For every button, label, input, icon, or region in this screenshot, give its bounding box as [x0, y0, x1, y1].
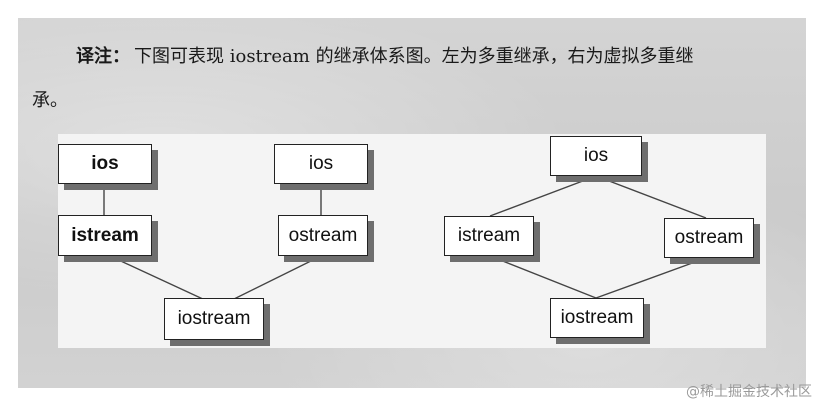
note-line-1: 下图可表现 iostream 的继承体系图。左为多重继承，右为虚拟多重继 — [134, 46, 694, 67]
left-istream-label: istream — [71, 224, 139, 246]
left-ios-left-label: ios — [91, 153, 119, 174]
site-watermark: @稀土掘金技术社区 — [686, 384, 812, 400]
left-ios-right-box: ios — [274, 144, 368, 184]
right-istream-box: istream — [444, 216, 534, 256]
right-ios-box: ios — [550, 136, 642, 176]
left-ios-right-label: ios — [308, 153, 334, 174]
right-ios-label: ios — [583, 145, 609, 166]
left-iostream-label: iostream — [177, 308, 251, 329]
right-iostream-box: iostream — [550, 298, 644, 338]
left-ostream-box: ostream — [278, 215, 368, 256]
left-iostream-box: iostream — [164, 298, 264, 340]
left-istream-box: istream — [58, 215, 152, 256]
right-iostream-label: iostream — [560, 307, 634, 328]
right-ostream-box: ostream — [664, 218, 754, 258]
left-ostream-label: ostream — [288, 224, 358, 246]
note-label: 译注： — [76, 46, 130, 67]
left-ios-left-box: ios — [58, 144, 152, 184]
right-istream-label: istream — [457, 225, 521, 246]
note-line-2: 承。 — [32, 90, 68, 111]
right-ostream-label: ostream — [674, 227, 744, 248]
